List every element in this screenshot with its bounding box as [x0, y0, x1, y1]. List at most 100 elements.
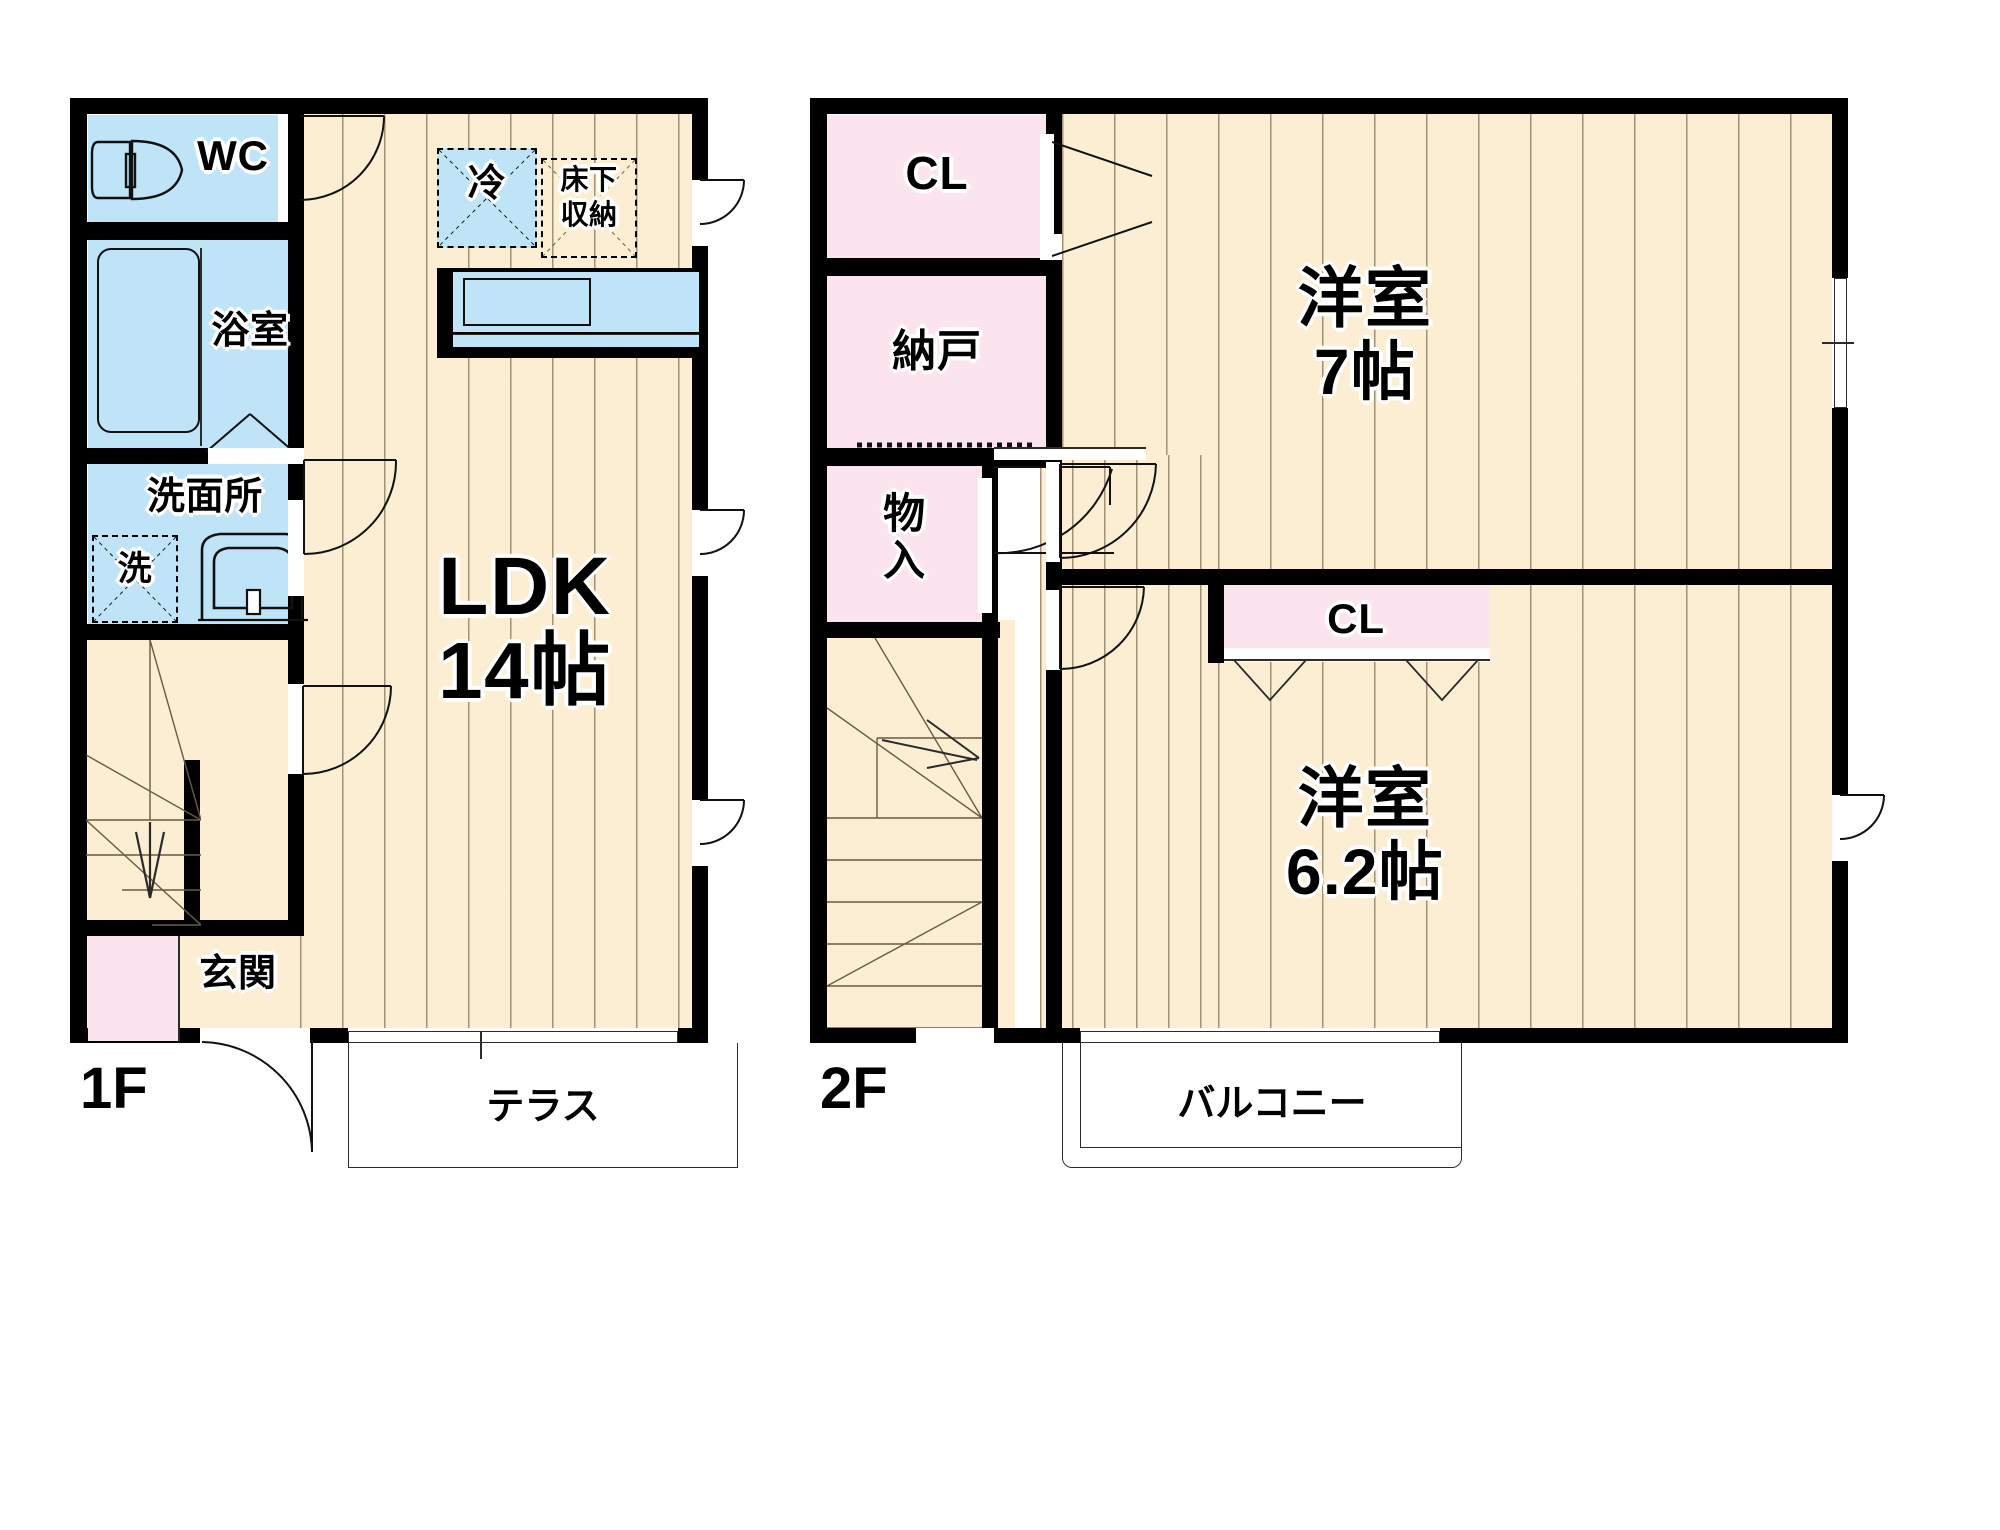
wall-hall-right-upper: [288, 636, 304, 684]
first-floor-plan: WC 浴室 洗面所 洗: [0, 0, 800, 1530]
ext-wall-top: [70, 98, 708, 114]
washer-label: 洗: [117, 550, 153, 588]
underfloor-storage-box: [541, 158, 637, 258]
cl-top-doorway: [1040, 134, 1054, 260]
bath-partition: [200, 248, 202, 446]
hall-ldk-door-arc-icon: [302, 685, 392, 775]
refrigerator-dash: [437, 148, 537, 248]
cl-mid-opening: [1224, 648, 1490, 662]
cl-mid-floor: [1222, 585, 1490, 660]
toilet-icon: [90, 139, 184, 201]
wc-label: WC: [197, 132, 269, 179]
ldk-window-right-2: [692, 510, 708, 576]
ldk-label: LDK: [438, 541, 612, 632]
nando-label: 納戸: [892, 327, 982, 376]
wall-spine-mid: [1046, 260, 1062, 455]
cl-mid-opening-line: [1224, 659, 1490, 661]
kitchen-sink-icon: [463, 278, 591, 326]
bath-floor: [88, 240, 303, 450]
ext-wall-left: [70, 98, 87, 1043]
bedroom7-doorway: [1046, 462, 1060, 562]
balcony-sliding-door-frame: [1080, 1031, 1440, 1043]
ldk-window-right-1: [692, 180, 708, 246]
refrigerator-label: 冷: [467, 163, 507, 205]
entrance-doorway: [200, 1028, 310, 1043]
monoire-label: 物 入: [883, 490, 926, 585]
cl-mid-label: CL: [1327, 595, 1385, 642]
bath-door-icon: [205, 413, 295, 453]
nando-opening-line: [994, 447, 1146, 449]
cl-top-folding-door-icon: [1052, 141, 1153, 257]
wall-hall-right-lower: [288, 772, 304, 934]
cl-mid-folding-door-icon: [1233, 660, 1479, 702]
bedroom62-label: 洋室: [1297, 761, 1433, 835]
underfloor-storage-label: 床下 収納: [560, 164, 618, 230]
wall-bedrooms-divider: [1046, 569, 1848, 585]
terrace-sliding-door-mullion: [480, 1031, 482, 1059]
ext-wall-top-2f: [810, 98, 1848, 114]
entrance-label: 玄関: [199, 953, 277, 995]
refrigerator-box: [437, 148, 537, 248]
washroom-label: 洗面所: [146, 476, 264, 518]
bedroom7-window-mullion: [1822, 342, 1854, 344]
ldk-top-door-arc-icon: [300, 115, 385, 201]
wall-stairs-right: [982, 622, 998, 1028]
kitchen-counter-top: [453, 272, 699, 332]
washing-machine-box: [92, 535, 178, 623]
washroom-door-arc-icon: [303, 459, 398, 555]
wall-wc-bath: [86, 222, 304, 240]
wall-nando-bottom: [827, 448, 1047, 466]
ldk-window-arc-1-icon: [700, 179, 745, 225]
bedroom7-size-label: 7帖: [1313, 336, 1417, 408]
wall-stairwell-bottom: [86, 920, 201, 936]
ldk-size-label: 14帖: [438, 626, 612, 715]
wall-wetzone-right: [288, 114, 304, 226]
terrace-sliding-door-frame: [348, 1031, 678, 1043]
wall-bath-right: [288, 236, 304, 452]
ldk-window-arc-3-icon: [700, 799, 745, 845]
bedroom62-size-label: 6.2帖: [1285, 836, 1445, 908]
wall-cl-mid-left: [1208, 585, 1224, 663]
wall-landing-right: [1046, 585, 1062, 1043]
bedroom7-label: 洋室: [1297, 261, 1433, 335]
wall-monoire-bottom: [827, 622, 1000, 638]
washroom-doorway: [288, 500, 304, 596]
kitchen-counter-edge: [453, 334, 699, 347]
wall-wash-hall: [86, 624, 304, 640]
entrance-door-arc-icon: [201, 1040, 313, 1153]
ldk-window-arc-2-icon: [700, 509, 745, 555]
hall-ldk-doorway: [288, 684, 304, 774]
nando-floor: [827, 275, 1047, 450]
ext-wall-left-2f: [810, 98, 827, 1043]
cl-top-label: CL: [905, 147, 969, 199]
bath-doorway: [208, 448, 304, 464]
nando-shelf-icon: [857, 442, 1037, 448]
landing-floor: [1040, 455, 1210, 1040]
bedroom7-door-arc-icon: [1059, 463, 1157, 559]
bath-label: 浴室: [211, 310, 289, 352]
wall-cl-nando: [827, 258, 1047, 276]
ldk-window-right-3: [692, 800, 708, 866]
washroom-floor: [88, 462, 303, 627]
cl-top-floor: [827, 115, 1047, 260]
monoire-floor: [827, 465, 982, 625]
stairs-up-1f: [86, 640, 201, 926]
floor-tag-2f: 2F: [820, 1056, 888, 1121]
balcony-label: バルコニー: [1177, 1083, 1367, 1125]
bedroom62-doorway: [1046, 590, 1060, 670]
stairs-2f: [827, 638, 982, 1028]
balcony-outline-inner: [1080, 1043, 1462, 1148]
floor-tag-1f: 1F: [80, 1056, 148, 1121]
bedroom62-window: [1832, 795, 1848, 861]
landing-window-bottom: [916, 1028, 994, 1043]
nando-opening: [994, 448, 1146, 460]
second-floor-plan: CL 納戸 物 入: [810, 0, 2000, 1530]
bathtub-icon: [97, 248, 200, 433]
entrance-shoe-box: [88, 936, 178, 1041]
bedroom62-window-arc-icon: [1840, 794, 1885, 840]
entrance-shoe-box-edge: [178, 936, 180, 1041]
monoire-doorway: [978, 478, 992, 613]
bedroom62-door-arc-icon: [1059, 586, 1145, 670]
terrace-outline: [348, 1043, 738, 1168]
